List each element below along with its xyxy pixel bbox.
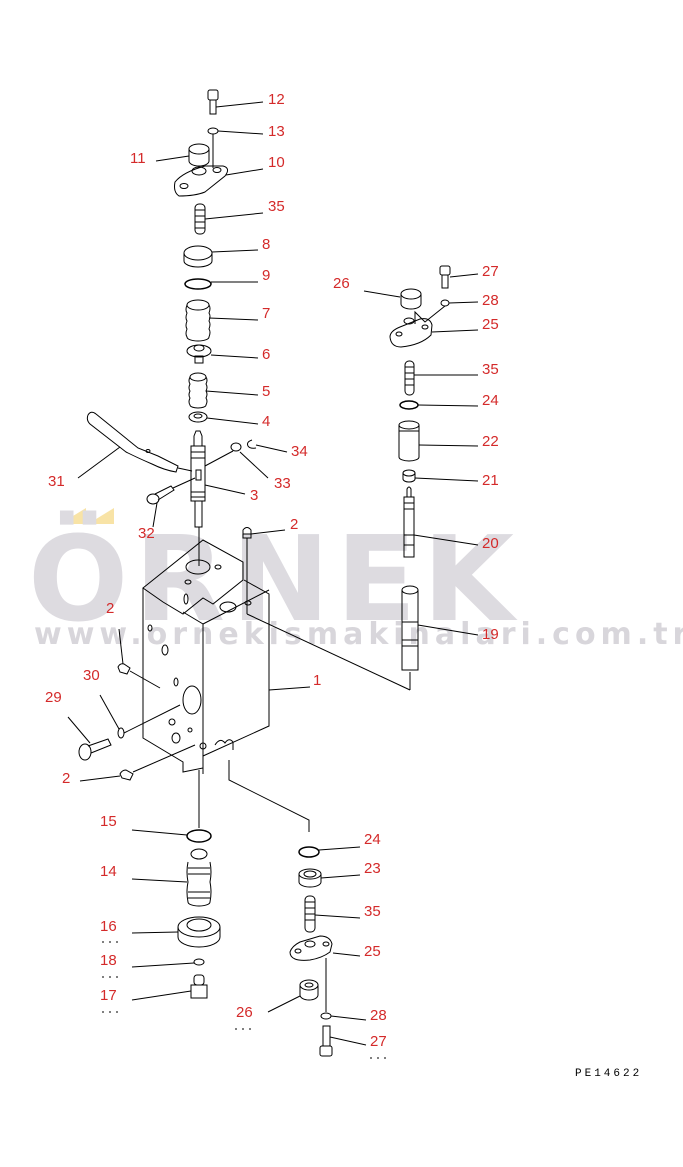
spring-5-icon <box>188 372 259 409</box>
flange-25-bottom-icon <box>289 935 361 1012</box>
watermark-url: www.ornekismakinalari.com.tr <box>34 617 683 652</box>
callout-24[interactable]: 24 <box>364 831 381 848</box>
callout-9[interactable]: 9 <box>262 267 271 284</box>
callout-8[interactable]: 8 <box>262 236 271 253</box>
callout-35[interactable]: 35 <box>364 903 381 920</box>
callout-34[interactable]: 34 <box>291 443 308 460</box>
cap-8-icon <box>183 245 259 268</box>
callout-1[interactable]: 1 <box>313 672 322 689</box>
spring-35-right-icon <box>404 360 478 396</box>
seat-23-icon <box>298 868 361 888</box>
plug-14-icon <box>131 848 212 907</box>
washer-28-bottom-icon <box>320 1012 367 1021</box>
sleeve-22-icon <box>398 420 479 462</box>
nut-26-top-icon <box>363 288 422 310</box>
dash-marks <box>102 941 388 1059</box>
drawing-code: PE14622 <box>575 1068 643 1080</box>
callout-12[interactable]: 12 <box>268 91 285 108</box>
nut-16-icon <box>131 916 221 948</box>
flange-25-top-icon <box>389 317 479 348</box>
callout-32[interactable]: 32 <box>138 525 155 542</box>
callout-22[interactable]: 22 <box>482 433 499 450</box>
plug-29-icon <box>67 716 112 761</box>
spool-20-icon <box>403 486 479 558</box>
callout-20[interactable]: 20 <box>482 535 499 552</box>
callout-28[interactable]: 28 <box>482 292 499 309</box>
o-ring-24-bottom-icon <box>298 846 361 858</box>
callout-21[interactable]: 21 <box>482 472 499 489</box>
bolt-27-top-icon <box>439 265 479 289</box>
o-ring-15-icon <box>131 829 212 843</box>
pin-32-icon <box>146 477 196 528</box>
lever-31-icon <box>77 411 193 479</box>
leader-to-24 <box>228 760 310 832</box>
callout-11[interactable]: 11 <box>130 150 146 167</box>
callout-19[interactable]: 19 <box>482 626 499 643</box>
washer-4-icon <box>188 411 259 425</box>
callout-25[interactable]: 25 <box>364 943 381 960</box>
watermark-accent-right <box>88 508 114 524</box>
callout-13[interactable]: 13 <box>268 123 285 140</box>
callout-18[interactable]: 18 <box>100 952 117 969</box>
spring-7-icon <box>185 299 259 342</box>
callout-26[interactable]: 26 <box>333 275 350 292</box>
plug-17-icon <box>131 974 208 1001</box>
callout-35[interactable]: 35 <box>482 361 499 378</box>
callout-4[interactable]: 4 <box>262 413 271 430</box>
o-ring-24-top-icon <box>399 400 479 410</box>
flange-10-icon <box>174 165 264 197</box>
callout-30[interactable]: 30 <box>83 667 100 684</box>
nut-26-bottom-icon <box>267 979 319 1013</box>
washer-33-icon <box>204 442 269 479</box>
seat-6-icon <box>186 344 259 364</box>
spool-3-icon <box>190 430 246 566</box>
callout-6[interactable]: 6 <box>262 346 271 363</box>
valve-body-1-icon <box>142 539 411 774</box>
callout-27[interactable]: 27 <box>370 1033 387 1050</box>
callout-2[interactable]: 2 <box>62 770 71 787</box>
callout-33[interactable]: 33 <box>274 475 291 492</box>
o-ring-30-icon <box>99 694 181 739</box>
spring-35-bottom-icon <box>304 895 361 933</box>
callout-15[interactable]: 15 <box>100 813 117 830</box>
o-ring-18-icon <box>131 958 205 968</box>
o-ring-9-icon <box>184 278 258 290</box>
bolt-27-bottom-icon <box>319 1025 367 1057</box>
bolt-12-icon <box>207 89 264 115</box>
callout-2[interactable]: 2 <box>106 600 115 617</box>
washer-13-icon <box>207 127 264 168</box>
spring-35-top-icon <box>194 203 264 235</box>
spring-seat-21-icon <box>402 469 479 483</box>
plug-2-side-icon <box>117 628 161 689</box>
washer-28-top-icon <box>414 299 479 324</box>
callout-26[interactable]: 26 <box>236 1004 253 1021</box>
callout-28[interactable]: 28 <box>370 1007 387 1024</box>
watermark-accent-left <box>60 508 86 524</box>
callout-10[interactable]: 10 <box>268 154 285 171</box>
callout-14[interactable]: 14 <box>100 863 117 880</box>
callout-17[interactable]: 17 <box>100 987 117 1004</box>
callout-35[interactable]: 35 <box>268 198 285 215</box>
sleeve-19-icon <box>401 585 479 671</box>
callout-25[interactable]: 25 <box>482 316 499 333</box>
plug-2-bottom-icon <box>79 744 196 782</box>
callout-27[interactable]: 27 <box>482 263 499 280</box>
callout-7[interactable]: 7 <box>262 305 271 322</box>
nut-11-icon <box>155 143 210 167</box>
callout-31[interactable]: 31 <box>48 473 65 490</box>
callout-24[interactable]: 24 <box>482 392 499 409</box>
watermark-brand: ÖRNEK <box>28 510 520 648</box>
callout-3[interactable]: 3 <box>250 487 259 504</box>
callout-2[interactable]: 2 <box>290 516 299 533</box>
callout-29[interactable]: 29 <box>45 689 62 706</box>
plug-2-top-icon <box>242 527 286 606</box>
clip-34-icon <box>247 439 288 453</box>
callout-16[interactable]: 16 <box>100 918 117 935</box>
callout-23[interactable]: 23 <box>364 860 381 877</box>
callout-5[interactable]: 5 <box>262 383 271 400</box>
